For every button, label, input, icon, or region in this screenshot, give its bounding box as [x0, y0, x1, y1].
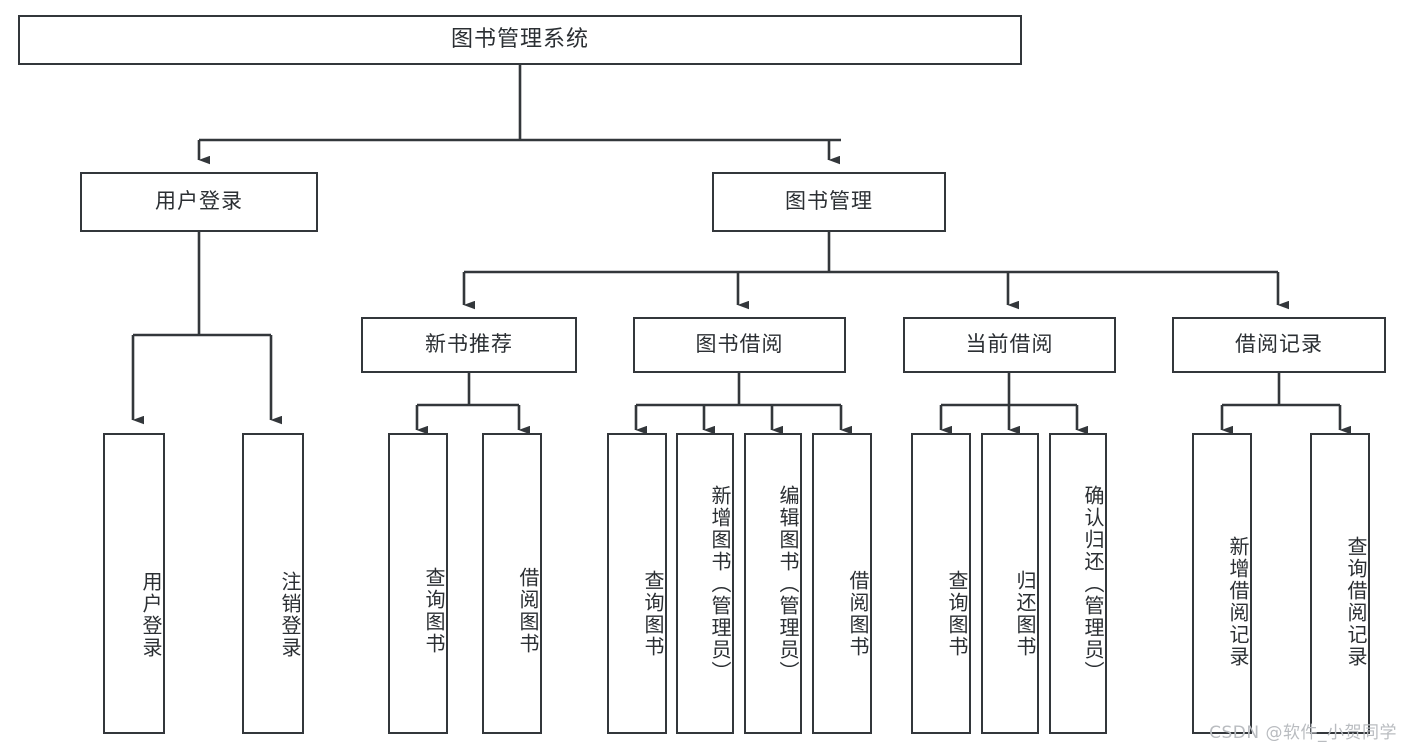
node-label: 借阅图书	[846, 569, 870, 658]
leaf-new-book-borrow[interactable]: 借阅图书	[482, 433, 542, 734]
node-root-system[interactable]: 图书管理系统	[18, 15, 1022, 65]
leaf-user-login-login[interactable]: 用户登录	[103, 433, 165, 734]
leaf-book-borrow-query[interactable]: 查询图书	[607, 433, 667, 734]
leaf-book-borrow-edit[interactable]: 编辑图书（管理员）	[744, 433, 802, 734]
csdn-watermark: CSDN @软件_小贺同学	[1209, 723, 1397, 743]
node-label: 归还图书	[1013, 569, 1037, 658]
node-user-login[interactable]: 用户登录	[80, 172, 318, 232]
node-label: 编辑图书（管理员）	[776, 484, 800, 683]
node-label: 查询借阅记录	[1344, 535, 1368, 668]
node-current-borrow[interactable]: 当前借阅	[903, 317, 1116, 373]
node-label: 图书管理系统	[450, 26, 589, 52]
leaf-new-book-query[interactable]: 查询图书	[388, 433, 448, 734]
leaf-book-borrow-borrow[interactable]: 借阅图书	[812, 433, 872, 734]
node-label: 图书管理	[785, 189, 873, 214]
leaf-borrow-record-query[interactable]: 查询借阅记录	[1310, 433, 1370, 734]
node-new-book-recommend[interactable]: 新书推荐	[361, 317, 577, 373]
node-label: 查询图书	[641, 569, 665, 658]
node-book-borrow[interactable]: 图书借阅	[633, 317, 846, 373]
leaf-borrow-record-add[interactable]: 新增借阅记录	[1192, 433, 1252, 734]
node-label: 用户登录	[139, 570, 163, 659]
leaf-current-borrow-return[interactable]: 归还图书	[981, 433, 1039, 734]
leaf-current-borrow-confirm[interactable]: 确认归还（管理员）	[1049, 433, 1107, 734]
node-label: 图书借阅	[695, 332, 784, 357]
node-book-manage[interactable]: 图书管理	[712, 172, 946, 232]
leaf-user-login-logout[interactable]: 注销登录	[242, 433, 304, 734]
leaf-current-borrow-query[interactable]: 查询图书	[911, 433, 971, 734]
node-label: 新书推荐	[425, 332, 513, 357]
node-label: 新增图书（管理员）	[708, 484, 732, 683]
node-label: 借阅记录	[1235, 332, 1323, 357]
node-label: 注销登录	[278, 570, 302, 659]
node-label: 确认归还（管理员）	[1081, 484, 1105, 683]
node-label: 用户登录	[155, 189, 243, 214]
node-borrow-record[interactable]: 借阅记录	[1172, 317, 1386, 373]
node-label: 当前借阅	[965, 332, 1054, 357]
node-label: 查询图书	[422, 566, 446, 655]
node-label: 借阅图书	[516, 566, 540, 655]
node-label: 新增借阅记录	[1226, 535, 1250, 668]
node-label: 查询图书	[945, 569, 969, 658]
leaf-book-borrow-add[interactable]: 新增图书（管理员）	[676, 433, 734, 734]
